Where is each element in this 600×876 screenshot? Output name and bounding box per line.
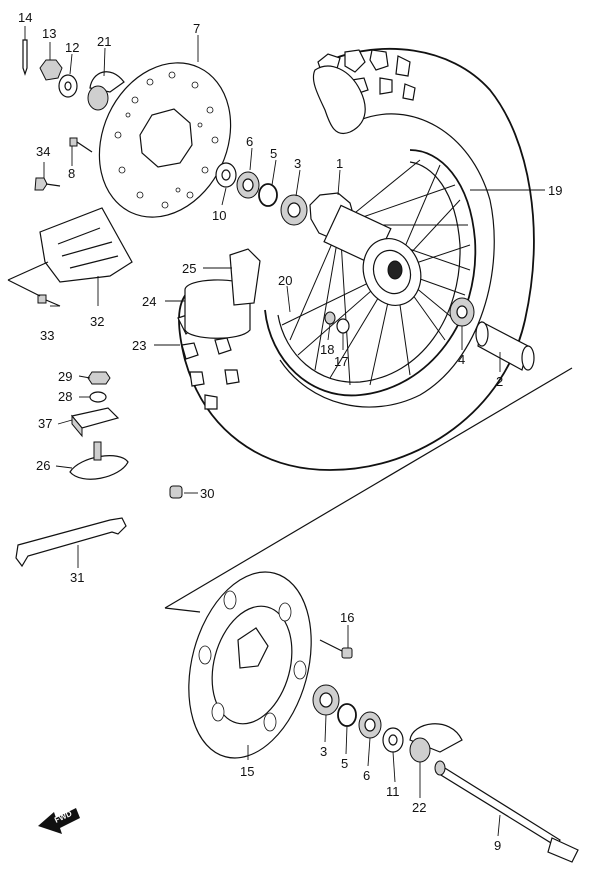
label-13: 13 (42, 26, 56, 41)
label-15: 15 (240, 764, 254, 779)
oil-seal-6 (236, 171, 260, 199)
label-18: 18 (320, 342, 334, 357)
label-2: 2 (496, 374, 503, 389)
label-30: 30 (200, 486, 214, 501)
sprocket (188, 571, 312, 759)
axle (434, 760, 579, 863)
nut-29 (87, 371, 111, 385)
chain-adjuster-21 (87, 71, 125, 111)
spacer-11 (382, 727, 404, 753)
leader-lines (24, 26, 545, 837)
spacer-2 (475, 321, 535, 371)
label-1: 1 (336, 156, 343, 171)
label-17: 17 (334, 354, 348, 369)
label-23: 23 (132, 338, 146, 353)
label-33: 33 (40, 328, 54, 343)
valve-cap-30 (169, 485, 183, 499)
rim-lock-26 (69, 441, 129, 480)
label-16: 16 (340, 610, 354, 625)
label-37: 37 (38, 416, 52, 431)
bearing-4 (449, 297, 475, 327)
bearing-3 (280, 194, 308, 226)
bolt-8 (69, 137, 93, 153)
disc-guard (39, 207, 133, 283)
rim (264, 149, 477, 397)
label-22: 22 (412, 800, 426, 815)
fwd-arrow-icon: FWD (38, 808, 80, 834)
label-10: 10 (212, 208, 226, 223)
label-8: 8 (68, 166, 75, 181)
label-7: 7 (193, 21, 200, 36)
brake-disc (98, 62, 232, 218)
circlip-5 (258, 183, 278, 207)
label-20: 20 (278, 273, 292, 288)
label-3a: 3 (294, 156, 301, 171)
label-26: 26 (36, 458, 50, 473)
label-29: 29 (58, 369, 72, 384)
guide-lines (7, 261, 573, 613)
label-6b: 6 (363, 768, 370, 783)
label-28: 28 (58, 389, 72, 404)
washer-28 (89, 391, 107, 403)
label-6a: 6 (246, 134, 253, 149)
chain-adjuster-22 (409, 723, 463, 763)
label-19: 19 (548, 183, 562, 198)
label-34: 34 (36, 144, 50, 159)
label-31: 31 (70, 570, 84, 585)
label-3b: 3 (320, 744, 327, 759)
label-9: 9 (494, 838, 501, 853)
bolt-16 (319, 639, 353, 659)
axle-nut (39, 59, 63, 81)
tire (177, 47, 535, 471)
label-4: 4 (458, 352, 465, 367)
rim-lock-37 (70, 407, 120, 438)
hub (309, 192, 422, 306)
bolt-33 (37, 294, 61, 307)
label-24: 24 (142, 294, 156, 309)
spacer-10 (215, 162, 237, 188)
label-12: 12 (65, 40, 79, 55)
bearing-3-lower (312, 684, 340, 716)
label-5a: 5 (270, 146, 277, 161)
oil-seal-6-lower (358, 711, 382, 739)
spoke-wrench (15, 517, 127, 568)
bolt-34 (34, 177, 61, 191)
label-11: 11 (386, 784, 400, 799)
circlip-5-lower (337, 703, 357, 727)
washer-12 (58, 74, 78, 98)
label-14: 14 (18, 10, 32, 25)
label-25: 25 (182, 261, 196, 276)
cotter-pin (22, 39, 28, 76)
label-21: 21 (97, 34, 111, 49)
valve-parts (324, 311, 350, 334)
part-labels: 14 13 12 21 7 34 8 6 5 3 1 10 19 25 24 2… (18, 10, 562, 853)
tube (184, 248, 261, 339)
label-32: 32 (90, 314, 104, 329)
label-5b: 5 (341, 756, 348, 771)
